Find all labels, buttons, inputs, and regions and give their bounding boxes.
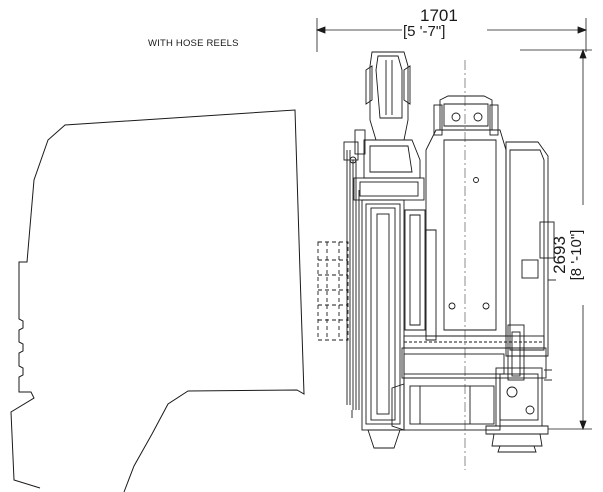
height-dimension-text: 2693 [8 '-10"] <box>550 229 585 281</box>
width-dimension <box>315 18 588 52</box>
drawing-caption: WITH HOSE REELS <box>148 38 239 49</box>
height-dimension-mm: 2693 <box>550 236 569 274</box>
width-dimension-mm: 1701 <box>420 6 458 25</box>
crane-assembly <box>317 51 556 470</box>
truck-cab-outline <box>10 109 305 492</box>
height-dimension-ftin: [8 '-10"] <box>568 229 585 281</box>
width-dimension-ftin: [5 '-7"] <box>403 23 446 40</box>
height-dimension <box>520 48 592 431</box>
